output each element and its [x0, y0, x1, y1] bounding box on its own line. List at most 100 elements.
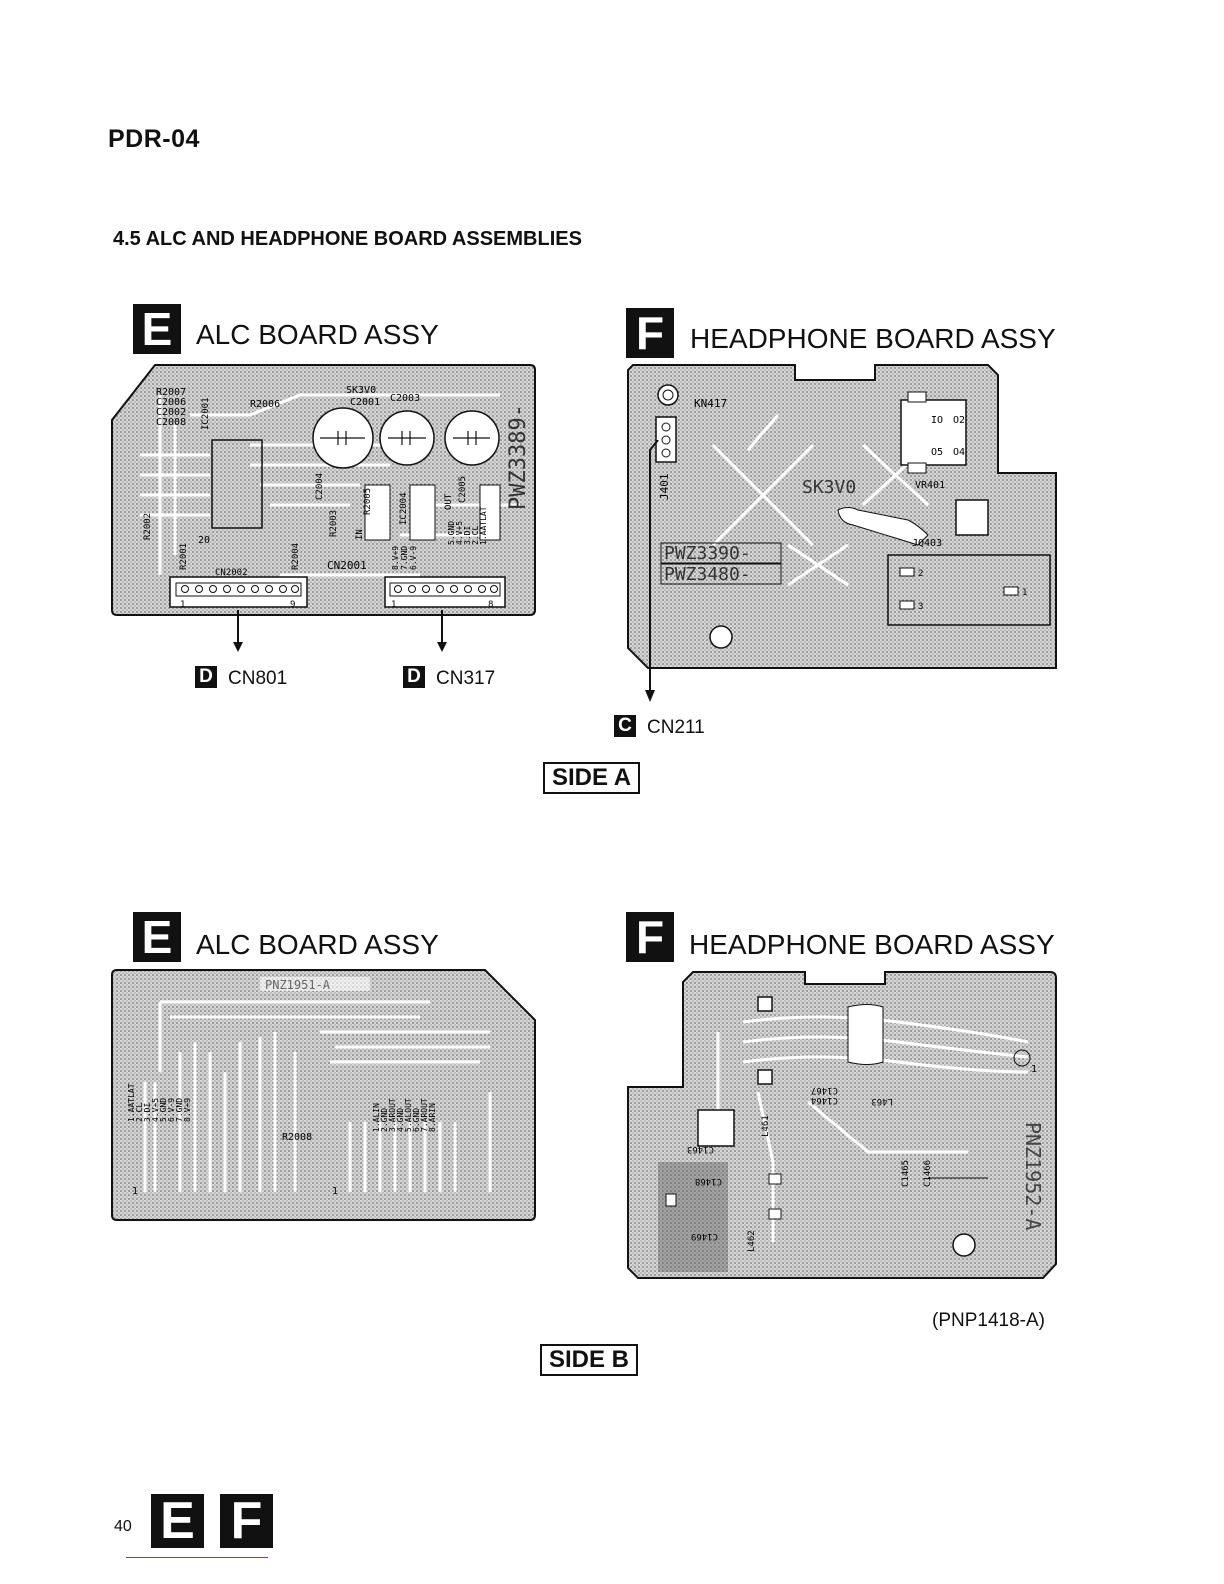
label-c1464: C1464 — [811, 1095, 838, 1105]
label-r2001: R2001 — [179, 543, 189, 570]
label-c2004: C2004 — [315, 473, 325, 500]
b-right-pin-3: 4.GND — [396, 1108, 405, 1132]
b-left-pin-2: 3.DI — [143, 1103, 152, 1122]
b-left-pin-0: 1.AATLAT — [127, 1083, 136, 1122]
label-cn-left-end: 9 — [290, 600, 295, 610]
pin-right-0: 5.GND — [447, 521, 456, 545]
b-left-pin-4: 5.GND — [159, 1098, 168, 1122]
section-title: 4.5 ALC AND HEADPHONE BOARD ASSEMBLIES — [113, 228, 582, 250]
b-left-pin-7: 8.V+9 — [183, 1098, 192, 1122]
alc-a-arrows — [233, 610, 447, 652]
label-r2006: R2006 — [250, 399, 280, 410]
label-out: OUT — [444, 493, 454, 510]
b-right-pin-4: 5.ALOUT — [404, 1098, 413, 1132]
label-c1463: C1463 — [687, 1144, 714, 1154]
j-pin-0: 2 — [918, 569, 923, 579]
b-left-pin-5: 6.V-9 — [167, 1098, 176, 1122]
label-cn2001: CN2001 — [327, 559, 367, 572]
hp-b-board: C1467 C1464 L463 C1463 L461 C1468 L462 C… — [627, 971, 1057, 1279]
footer-badge-f: F — [220, 1492, 273, 1550]
footer-rule — [126, 1557, 268, 1558]
alc-a-pcb-code: PWZ3389- — [506, 404, 531, 510]
label-r2003: R2003 — [329, 510, 339, 537]
pin-left-2: 6.V-9 — [409, 546, 418, 570]
label-r2004: R2004 — [291, 543, 301, 570]
label-ic2004: IC2004 — [399, 492, 409, 525]
cn317-badge: D — [403, 666, 425, 688]
label-l463: L463 — [871, 1096, 893, 1106]
pin-right-4: 1.AATLAT — [479, 506, 488, 545]
hp-a-board: KN417 J401 SK3V0 VR401 JQ403 IO O2 O5 O4… — [627, 364, 1057, 669]
hp-b-title: HEADPHONE BOARD ASSY — [689, 929, 1055, 960]
label-sk3v0-hp: SK3V0 — [802, 477, 856, 498]
label-kn417: KN417 — [694, 397, 727, 410]
hp-b-pcb-code: PNZ1952-A — [1021, 1122, 1045, 1230]
hp-a-pcb-code-1: PWZ3480- — [664, 564, 751, 585]
alc-b-title: ALC BOARD ASSY — [196, 929, 439, 960]
label-r2002: R2002 — [143, 513, 153, 540]
cn211-label: CN211 — [647, 717, 705, 738]
label-ic2001: IC2001 — [201, 397, 211, 430]
pin-right-2: 3.DI — [463, 526, 472, 545]
cn211-arrow — [645, 440, 659, 702]
label-hp-b-pin1: 1 — [1031, 1064, 1037, 1075]
cn801-label: CN801 — [228, 668, 288, 689]
model-name: PDR-04 — [108, 125, 200, 153]
label-b-pin1-left: 1 — [132, 1186, 138, 1197]
page-number: 40 — [114, 1518, 132, 1535]
pin-left-1: 7.GND — [400, 546, 409, 570]
alc-b-pcb-code: PNZ1951-A — [265, 978, 331, 992]
label-vr401: VR401 — [915, 480, 945, 491]
pin-left-0: 8.V+9 — [391, 546, 400, 570]
label-r2007: R2007 — [156, 387, 186, 398]
footer-badge-e: E — [151, 1492, 204, 1550]
vr-pin-2: O5 — [931, 447, 943, 458]
label-c2003: C2003 — [390, 393, 420, 404]
alc-b-badge: E — [133, 911, 181, 963]
b-left-pin-6: 7.GND — [175, 1098, 184, 1122]
b-left-pin-3: 4.V+5 — [151, 1098, 160, 1122]
label-c1465: C1465 — [901, 1160, 911, 1187]
hp-a-title: HEADPHONE BOARD ASSY — [690, 323, 1056, 354]
label-c1468: C1468 — [695, 1176, 722, 1186]
label-c2006: C2006 — [156, 397, 186, 408]
label-c2005: C2005 — [458, 476, 468, 503]
vr-pin-0: IO — [931, 415, 943, 426]
label-l461: L461 — [761, 1115, 771, 1137]
b-right-pin-1: 2.GND — [380, 1108, 389, 1132]
hp-a-pcb-code-0: PWZ3390- — [664, 543, 751, 564]
label-pin20: 20 — [198, 535, 210, 546]
label-sk3v0: SK3V0 — [346, 385, 376, 396]
hp-a-badge: F — [626, 307, 674, 359]
vr-pin-3: O4 — [953, 447, 965, 458]
label-c2002: C2002 — [156, 407, 186, 418]
label-r2008: R2008 — [282, 1132, 312, 1143]
label-cn-left-start: 1 — [180, 600, 185, 610]
label-jq403: JQ403 — [912, 538, 942, 549]
label-c2008: C2008 — [156, 417, 186, 428]
b-right-pin-5: 6.GND — [412, 1108, 421, 1132]
alc-a-title: ALC BOARD ASSY — [196, 319, 439, 350]
hp-b-badge: F — [626, 911, 674, 963]
b-right-pin-0: 1.ALIN — [372, 1103, 381, 1132]
part-number: (PNP1418-A) — [932, 1310, 1045, 1331]
b-right-pin-7: 8.ARIN — [428, 1103, 437, 1132]
alc-b-board: PNZ1951-A 1.AATLAT 2.CL 3.DI 4.V+5 5.GND… — [111, 969, 536, 1221]
label-in: IN — [355, 529, 365, 540]
label-b-pin1-right: 1 — [332, 1186, 338, 1197]
j-pin-1: 3 — [918, 602, 923, 612]
cn317-label: CN317 — [436, 668, 496, 689]
side-b-label: SIDE B — [540, 1344, 639, 1376]
label-c1469: C1469 — [691, 1231, 718, 1241]
label-cn-right-start: 1 — [391, 600, 396, 610]
pin-right-1: 4.V+5 — [455, 521, 464, 545]
b-left-pin-1: 2.CL — [135, 1103, 144, 1122]
pin-right-3: 2.CL — [471, 526, 480, 545]
alc-a-board: R2007 C2006 C2002 C2008 R2006 SK3V0 C200… — [111, 364, 536, 616]
label-cn-right-end: 8 — [488, 600, 493, 610]
b-right-pin-6: 7.AROUT — [420, 1098, 429, 1132]
label-r2005: R2005 — [363, 488, 373, 515]
label-c2001: C2001 — [350, 397, 380, 408]
side-a-label: SIDE A — [543, 762, 641, 794]
cn211-badge: C — [614, 715, 636, 737]
